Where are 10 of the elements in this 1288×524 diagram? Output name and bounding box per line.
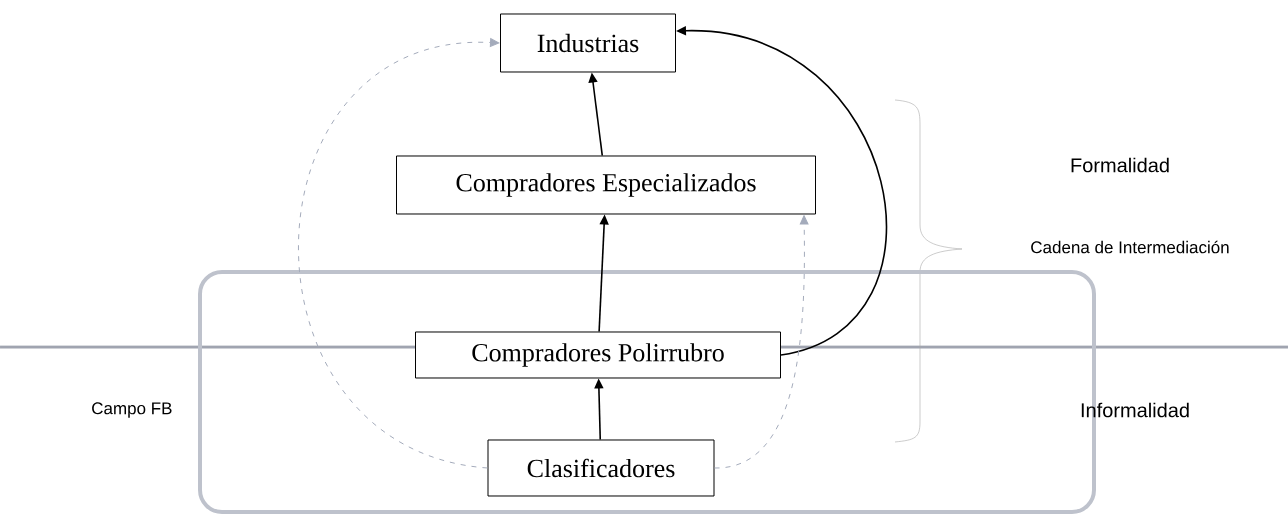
- process-box: Industrias: [500, 13, 676, 73]
- process-box: Clasificadores: [487, 439, 715, 497]
- region-label: Formalidad: [1071, 157, 1169, 173]
- region-label: Cadena de Intermediación: [1031, 240, 1229, 254]
- process-box: Compradores Polirrubro: [415, 331, 781, 379]
- region-label: Informalidad: [1081, 402, 1189, 418]
- node-label: Campo FB: [92, 402, 172, 418]
- dashed-arrow: [298, 38, 500, 469]
- dashed-arrow: [714, 215, 809, 469]
- process-box: Compradores Especializados: [396, 155, 816, 215]
